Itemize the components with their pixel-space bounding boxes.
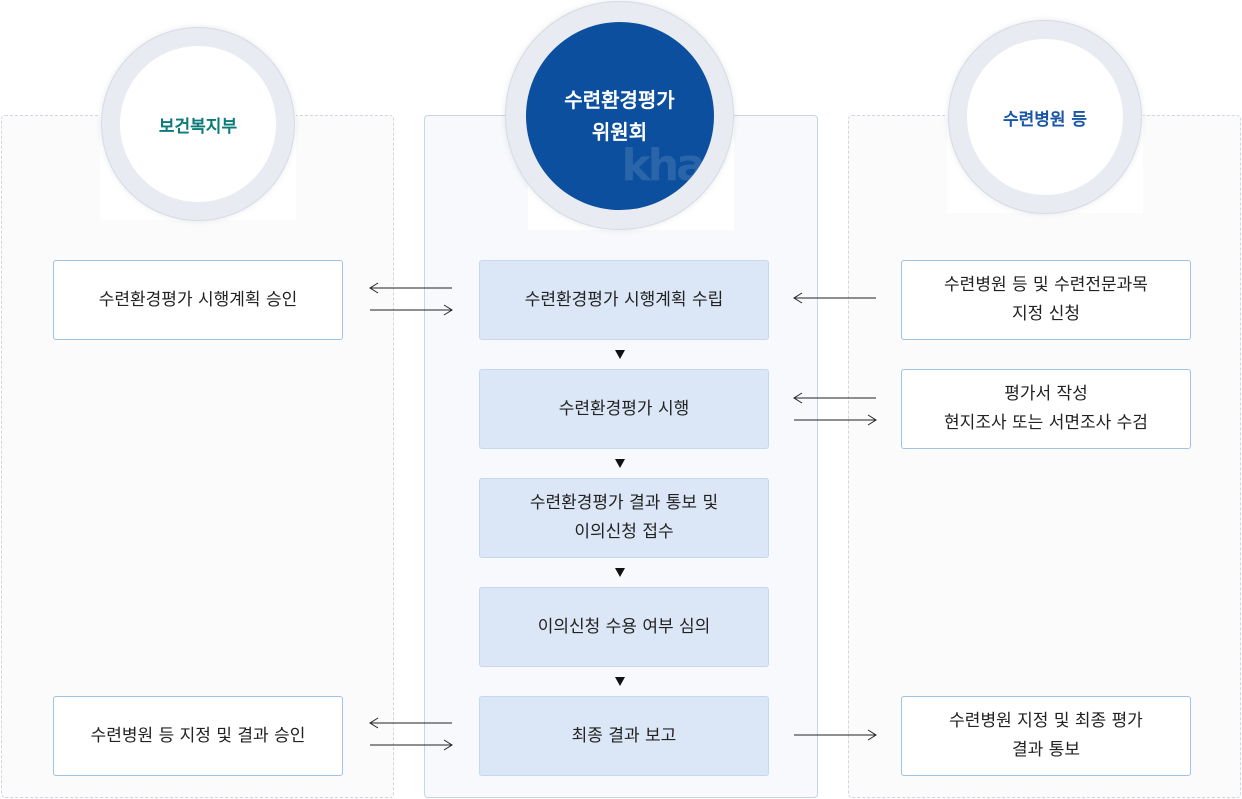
committee-header-circle: kha 수련환경평가 위원회 (505, 1, 734, 230)
ministry-title: 보건복지부 (158, 116, 238, 137)
step-plan-establish: 수련환경평가 시행계획 수립 (479, 260, 769, 340)
arrow-to-hospital (794, 729, 877, 741)
right-box-designation-application: 수련병원 등 및 수련전문과목 지정 신청 (901, 260, 1191, 340)
right-box-inspection: 평가서 작성 현지조사 또는 서면조사 수검 (901, 369, 1191, 449)
kha-watermark-logo: kha (621, 139, 706, 191)
left-box-plan-approval: 수련환경평가 시행계획 승인 (53, 260, 343, 340)
flow-down-arrow (615, 459, 625, 468)
committee-title-line1: 수련환경평가 (564, 87, 675, 112)
flow-down-arrow (615, 677, 625, 686)
ministry-column (1, 115, 394, 798)
arrow-to-hospital (794, 414, 877, 426)
step-objection-review: 이의신청 수용 여부 심의 (479, 587, 769, 667)
hospital-title: 수련병원 등 (1002, 109, 1088, 130)
hospital-column (848, 115, 1241, 798)
step-evaluation-conduct: 수련환경평가 시행 (479, 369, 769, 449)
arrow-to-committee (370, 739, 453, 751)
step-final-report: 최종 결과 보고 (479, 696, 769, 776)
flow-down-arrow (615, 350, 625, 359)
arrow-to-committee (370, 304, 453, 316)
step-result-notice-objection: 수련환경평가 결과 통보 및 이의신청 접수 (479, 478, 769, 558)
ministry-header-circle: 보건복지부 (101, 27, 295, 221)
arrow-to-ministry (369, 717, 452, 729)
committee-title-line2: 위원회 (591, 119, 648, 144)
arrow-to-committee (793, 392, 876, 404)
arrow-to-committee (793, 292, 876, 304)
flow-down-arrow (615, 568, 625, 577)
left-box-final-approval: 수련병원 등 지정 및 결과 승인 (53, 696, 343, 776)
arrow-to-ministry (369, 282, 452, 294)
hospital-header-circle: 수련병원 등 (948, 20, 1142, 214)
right-box-final-notice: 수련병원 지정 및 최종 평가 결과 통보 (901, 696, 1191, 776)
